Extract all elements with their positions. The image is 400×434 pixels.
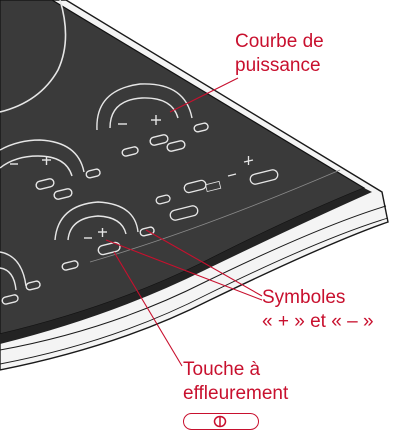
callout-symbols-line1: Symboles xyxy=(262,287,346,308)
key-lock xyxy=(169,205,199,221)
callout-symbols: Symboles « + » et « – » xyxy=(262,286,374,334)
callout-power-curve-line1: Courbe de xyxy=(235,31,324,52)
minus-sign: – xyxy=(347,311,358,332)
touch-key-example xyxy=(183,413,259,430)
callout-power-curve-line2: puissance xyxy=(235,55,321,76)
key-main-power xyxy=(183,179,207,194)
timer-display xyxy=(204,180,222,193)
power-curve-outer xyxy=(96,83,193,131)
frame-front-edge xyxy=(0,205,387,351)
callout-power-curve: Courbe de puissance xyxy=(235,30,324,78)
plus-sign: + xyxy=(277,311,289,332)
callout-touch-key-line1: Touche à xyxy=(183,359,261,380)
frame-front-edge-lower xyxy=(0,217,389,365)
leader-power-curve xyxy=(169,77,239,113)
glass-bevel xyxy=(0,188,372,344)
leader-lines xyxy=(105,77,263,367)
control-group-center xyxy=(54,201,155,271)
key-timer xyxy=(249,169,279,185)
control-group-left xyxy=(0,139,101,200)
leader-symbols-1 xyxy=(145,229,263,297)
power-icon xyxy=(213,415,227,428)
callout-touch-key-line2: effleurement xyxy=(183,383,289,404)
leader-touch-key xyxy=(113,251,183,367)
main-control-panel xyxy=(155,156,279,221)
callout-symbols-line2: « + » et « – » xyxy=(262,311,374,332)
key-minus xyxy=(121,146,139,157)
key-boost xyxy=(166,140,186,152)
cooking-zone-back-left xyxy=(0,0,67,113)
control-group-bottom-left xyxy=(0,251,41,305)
key-plus xyxy=(193,122,209,133)
power-curve-inner xyxy=(109,97,179,129)
control-divider-line xyxy=(89,169,341,263)
control-group-right xyxy=(96,83,209,157)
callout-touch-key: Touche à effleurement xyxy=(183,358,288,406)
leader-symbols-2 xyxy=(105,239,263,301)
key-power-right xyxy=(149,134,169,146)
